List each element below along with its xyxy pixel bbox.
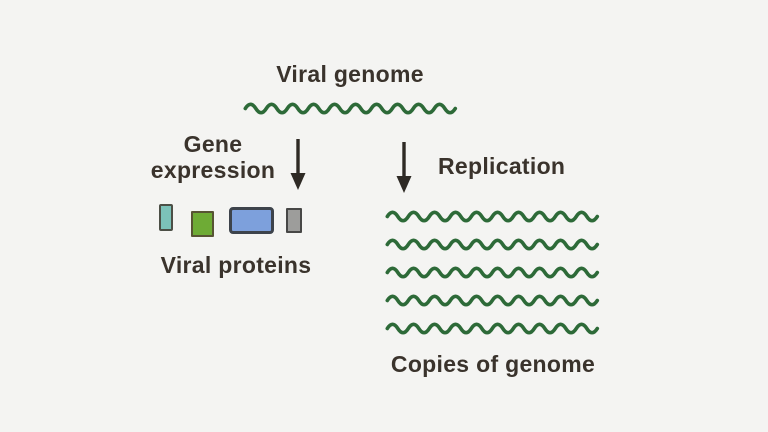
replication-label: Replication — [438, 153, 566, 179]
genome-copy-wave — [385, 292, 600, 309]
down-arrow-icon — [290, 139, 306, 190]
genome-copy-wave — [385, 208, 600, 225]
genome-copy-wave — [385, 320, 600, 337]
copies-of-genome-label: Copies of genome — [390, 351, 596, 377]
gene-expression-label: Gene expression — [150, 131, 276, 183]
viral-genome-wave — [243, 100, 458, 117]
viral-proteins-label: Viral proteins — [160, 252, 312, 278]
down-arrow-icon — [396, 142, 412, 193]
genome-copy-wave — [385, 236, 600, 253]
genome-copy-wave — [385, 264, 600, 281]
genome-copies-group — [385, 208, 600, 337]
protein-shape-gray — [286, 208, 302, 233]
viral-genome-label: Viral genome — [276, 61, 424, 87]
protein-shape-blue — [229, 207, 274, 234]
protein-shape-teal — [159, 204, 173, 231]
protein-shape-green — [191, 211, 214, 237]
